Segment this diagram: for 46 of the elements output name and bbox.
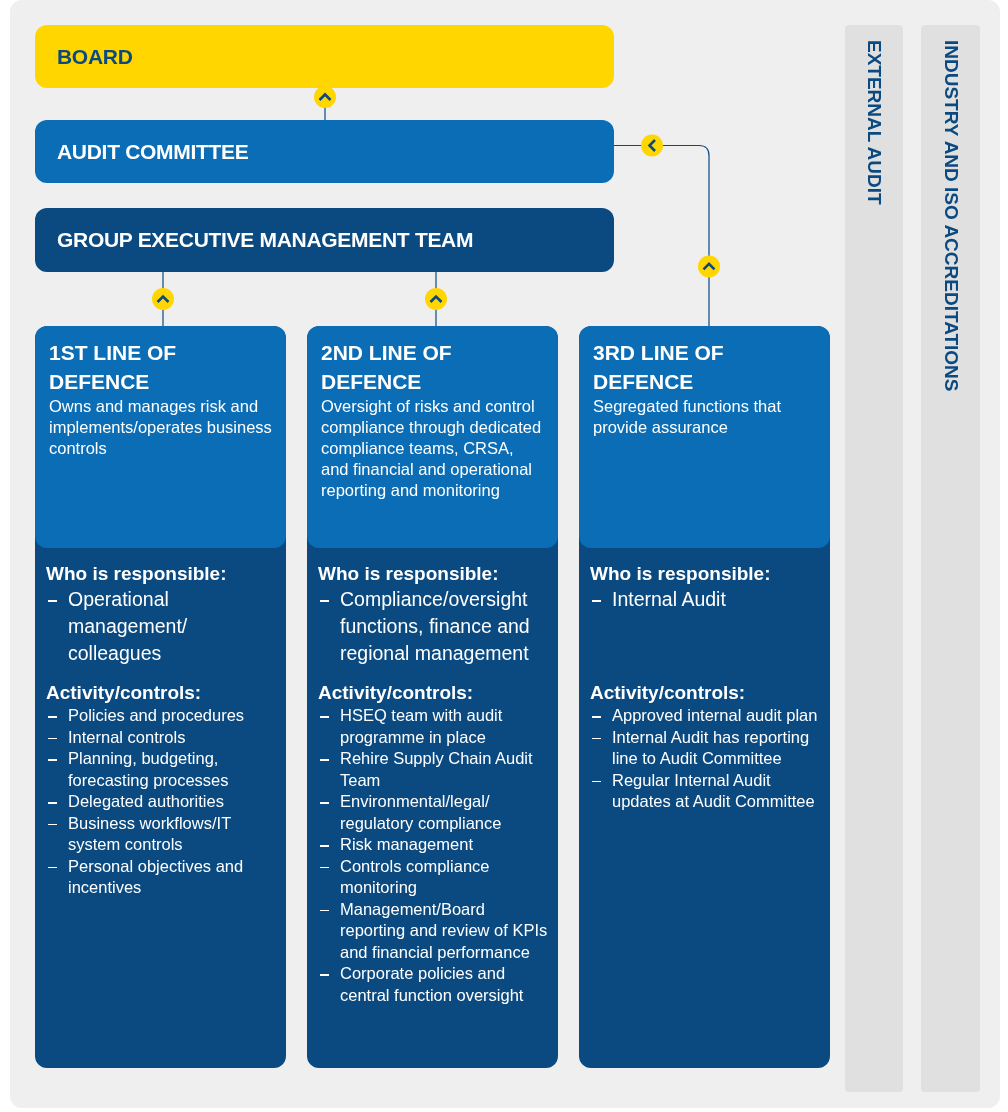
list-item: Risk management bbox=[318, 834, 548, 856]
card bbox=[579, 326, 830, 1068]
list-item: Rehire Supply Chain Audit Team bbox=[318, 748, 548, 791]
connector-arrow bbox=[152, 271, 174, 327]
box-title: AUDIT COMMITTEE bbox=[57, 139, 249, 164]
card bbox=[307, 326, 558, 1068]
title-bar bbox=[35, 208, 614, 272]
card-title: 3RD LINE OF DEFENCE bbox=[593, 340, 725, 395]
box-title: GROUP EXECUTIVE MANAGEMENT TEAM bbox=[57, 228, 474, 252]
section-heading: Who is responsible: bbox=[590, 562, 772, 586]
list-item: Personal objectives and incentives bbox=[46, 855, 276, 899]
description: Segregated functions that provide assurance bbox=[593, 396, 783, 438]
list-item: Planning, budgeting, forecasting processes bbox=[46, 748, 276, 791]
description: Owns and manages risk and implements/operates business controls bbox=[49, 396, 272, 459]
list-item: Policies and procedures bbox=[46, 705, 276, 727]
list-item: Regular Internal Audit updates at Audit Committee bbox=[590, 769, 820, 813]
title-bar bbox=[35, 120, 614, 183]
vertical-title: EXTERNAL AUDIT bbox=[863, 39, 885, 207]
description: Oversight of risks and control compliance through dedicated compliance teams, CRSA, and financial and operational reporting and monitoring bbox=[321, 396, 543, 501]
card-title: 2ND LINE OF DEFENCE bbox=[321, 340, 453, 395]
title-bar bbox=[35, 25, 614, 88]
section-heading: Activity/controls: bbox=[318, 681, 475, 705]
section-heading: Activity/controls: bbox=[590, 681, 747, 705]
vertical-title: INDUSTRY AND ISO ACCREDITATIONS bbox=[939, 39, 962, 394]
card bbox=[35, 326, 286, 1068]
list-item: Management/Board reporting and review of KPIs and financial performance bbox=[318, 898, 548, 963]
list-item: Internal Audit bbox=[590, 586, 820, 613]
connector-arrow bbox=[314, 85, 336, 121]
list-item: Environmental/legal/ regulatory compliance bbox=[318, 791, 548, 834]
section-heading: Who is responsible: bbox=[318, 562, 500, 586]
list-item: Operational management/ colleagues bbox=[46, 586, 276, 667]
list-item: Compliance/oversight functions, finance and regional management bbox=[318, 586, 548, 667]
list-item: Internal controls bbox=[46, 726, 276, 748]
list-item: Corporate policies and central function oversight bbox=[318, 963, 548, 1006]
list-item: Delegated authorities bbox=[46, 791, 276, 813]
list-item: Business workflows/IT system controls bbox=[46, 812, 276, 856]
list-item: Approved internal audit plan bbox=[590, 705, 820, 727]
card-title: 1ST LINE OF DEFENCE bbox=[49, 340, 178, 395]
list-item: Controls compliance monitoring bbox=[318, 855, 548, 899]
connector-arrow bbox=[613, 134, 720, 327]
connector-arrow bbox=[425, 271, 447, 327]
section-heading: Who is responsible: bbox=[46, 562, 228, 586]
box-title: BOARD bbox=[57, 44, 133, 69]
list-item: Internal Audit has reporting line to Audit Committee bbox=[590, 726, 820, 770]
section-heading: Activity/controls: bbox=[46, 681, 203, 705]
list-item: HSEQ team with audit programme in place bbox=[318, 705, 548, 748]
